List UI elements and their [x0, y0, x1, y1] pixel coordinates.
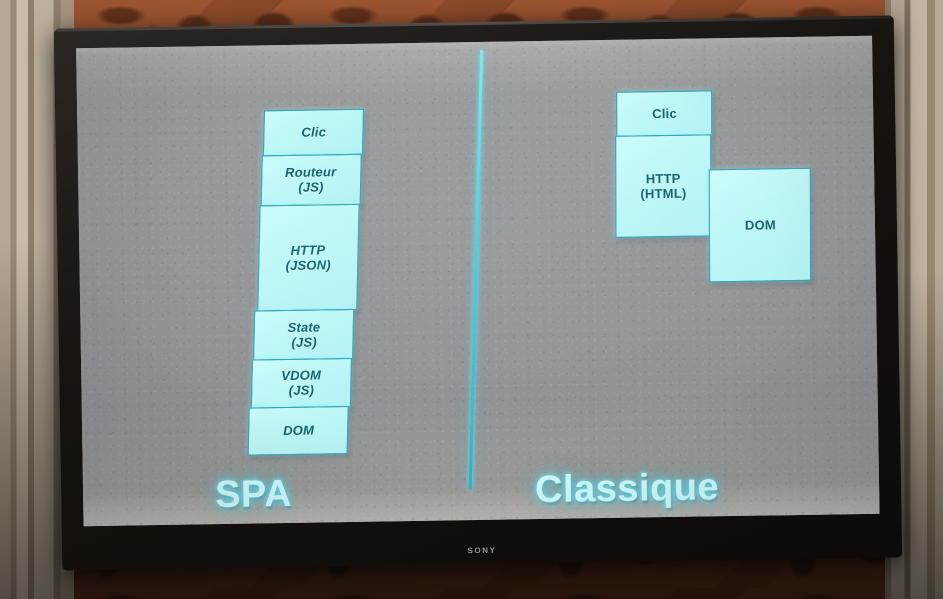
spa-box-dom-label: DOM	[282, 422, 314, 439]
spa-box-routeur[interactable]: Routeur (JS)	[260, 153, 362, 207]
spa-box-vdom-label: VDOM (JS)	[281, 367, 322, 399]
spa-box-vdom[interactable]: VDOM (JS)	[250, 357, 352, 409]
classique-box-http-html[interactable]: HTTP (HTML)	[615, 134, 712, 238]
classique-box-clic-label: Clic	[651, 105, 677, 122]
spa-box-http-json-label: HTTP (JSON)	[285, 242, 332, 274]
spa-box-state-label: State (JS)	[286, 319, 321, 350]
spa-box-dom[interactable]: DOM	[247, 406, 349, 456]
spa-box-clic-label: Clic	[301, 124, 326, 141]
caption-spa: SPA	[214, 472, 293, 517]
tv-screen: Clic Routeur (JS) HTTP (JSON) State (JS)…	[76, 35, 880, 527]
tv-brand-logo: SONY	[467, 545, 497, 556]
classique-box-clic[interactable]: Clic	[616, 90, 713, 137]
vertical-divider-line	[468, 49, 484, 490]
classique-box-dom-label: DOM	[744, 217, 776, 233]
classique-box-dom[interactable]: DOM	[708, 167, 812, 283]
television: SONY Clic Routeur (JS) HTTP (JSON)	[53, 15, 903, 571]
spa-box-http-json[interactable]: HTTP (JSON)	[257, 203, 360, 312]
slide-content: Clic Routeur (JS) HTTP (JSON) State (JS)…	[76, 36, 879, 526]
caption-classique: Classique	[534, 466, 720, 512]
spa-box-clic[interactable]: Clic	[262, 108, 364, 157]
spa-box-state[interactable]: State (JS)	[253, 308, 355, 361]
classique-box-http-html-label: HTTP (HTML)	[640, 170, 687, 202]
spa-box-routeur-label: Routeur (JS)	[285, 164, 337, 196]
